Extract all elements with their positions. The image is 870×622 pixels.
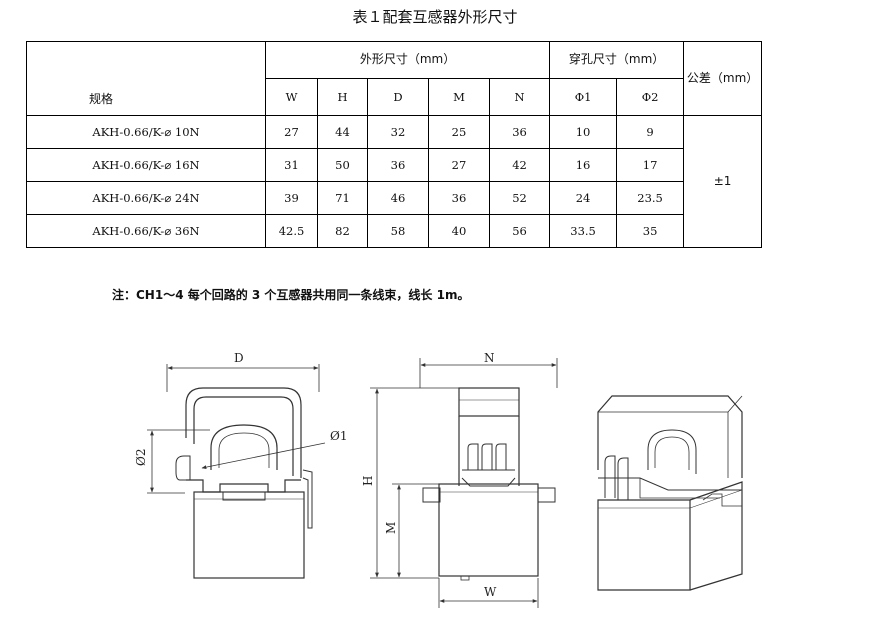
cell-model: AKH-0.66/K-⌀ 36N (26, 214, 266, 248)
cell-n: 36 (488, 115, 551, 149)
label-phi2: Ø2 (134, 449, 148, 466)
side-view (370, 358, 558, 608)
cell-phi1: 10 (549, 115, 618, 149)
cell-n: 52 (488, 181, 551, 215)
cell-d: 58 (367, 214, 429, 248)
cell-tolerance: ±1 (683, 115, 763, 248)
header-col-m: M (428, 78, 490, 116)
cell-m: 27 (428, 148, 490, 182)
cell-w: 42.5 (265, 214, 318, 248)
cell-model: AKH-0.66/K-⌀ 10N (26, 115, 266, 149)
header-col-h: H (317, 78, 368, 116)
cell-phi2: 17 (616, 148, 685, 182)
label-n: N (484, 351, 495, 365)
label-w: W (484, 585, 497, 599)
cell-h: 50 (317, 148, 368, 182)
header-col-phi1: Φ1 (549, 78, 618, 116)
cell-d: 46 (367, 181, 429, 215)
cell-phi2: 35 (616, 214, 685, 248)
header-col-w: W (265, 78, 318, 116)
cell-phi1: 24 (549, 181, 618, 215)
note-text: 注：CH1～4 每个回路的 3 个互感器共用同一条线束，线长 1m。 (112, 288, 470, 302)
cell-m: 25 (428, 115, 490, 149)
header-tolerance: 公差（mm） (683, 41, 763, 116)
cell-phi1: 33.5 (549, 214, 618, 248)
cell-m: 36 (428, 181, 490, 215)
cell-h: 44 (317, 115, 368, 149)
cell-w: 27 (265, 115, 318, 149)
header-outer-size: 外形尺寸（mm） (264, 41, 551, 79)
header-col-n: N (488, 78, 551, 116)
label-h: H (361, 476, 375, 486)
cell-n: 42 (488, 148, 551, 182)
cell-h: 82 (317, 214, 368, 248)
cell-model: AKH-0.66/K-⌀ 24N (26, 181, 266, 215)
label-phi1: Ø1 (330, 429, 347, 443)
table-title: 表１配套互感器外形尺寸 (352, 8, 518, 26)
cell-d: 36 (367, 148, 429, 182)
cell-m: 40 (428, 214, 490, 248)
label-d: D (234, 351, 244, 365)
transformer-drawings: D Ø1 Ø2 N H M (134, 351, 743, 608)
cell-model: AKH-0.66/K-⌀ 16N (26, 148, 266, 182)
header-col-d: D (367, 78, 429, 116)
table-row: AKH-0.66/K-⌀ 10N 27 44 32 25 36 10 9 ±1 (26, 115, 763, 248)
cell-w: 39 (265, 181, 318, 215)
cell-h: 71 (317, 181, 368, 215)
header-hole-size: 穿孔尺寸（mm） (549, 41, 685, 79)
cell-w: 31 (265, 148, 318, 182)
table-row: AKH-0.66/K-⌀ 24N 39 71 46 36 52 24 23.5 (26, 181, 762, 215)
cell-phi2: 23.5 (616, 181, 685, 215)
cell-phi2: 9 (616, 115, 685, 149)
label-m: M (384, 522, 398, 534)
isometric-view (597, 395, 743, 591)
dimension-table: 规格 外形尺寸（mm） 穿孔尺寸（mm） 公差（mm） W H D M N Φ1… (26, 41, 763, 248)
cell-n: 56 (488, 214, 551, 248)
cell-d: 32 (367, 115, 429, 149)
table-row: AKH-0.66/K-⌀ 16N 31 50 36 27 42 16 17 (26, 148, 762, 182)
table-row: AKH-0.66/K-⌀ 36N 42.5 82 58 40 56 33.5 3… (26, 214, 762, 248)
header-row-2: W H D M N Φ1 Φ2 (27, 78, 762, 116)
header-col-phi2: Φ2 (616, 78, 685, 116)
header-row-1: 规格 外形尺寸（mm） 穿孔尺寸（mm） 公差（mm） (26, 41, 763, 116)
cell-phi1: 16 (549, 148, 618, 182)
front-view (147, 364, 326, 579)
header-spec: 规格 (26, 41, 266, 116)
